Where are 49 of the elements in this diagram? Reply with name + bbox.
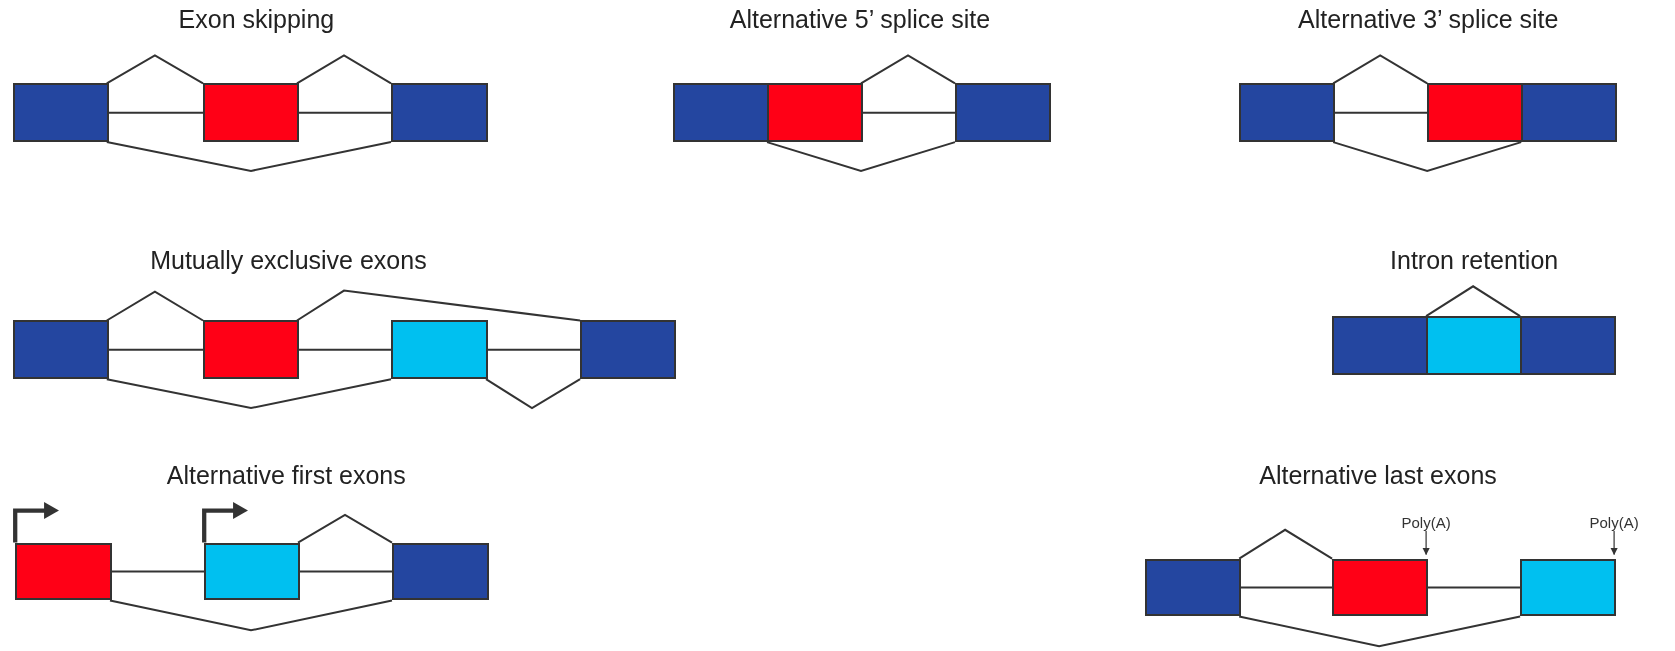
exon-box [390, 320, 489, 380]
exon-box [1520, 316, 1617, 375]
splice-line [105, 378, 392, 410]
exon-box [390, 83, 489, 143]
splice-line [105, 141, 392, 172]
exon-box [1145, 558, 1242, 617]
splice-line [1425, 285, 1522, 318]
exon-box [392, 542, 490, 601]
exon-box [673, 83, 769, 143]
splice-line [297, 513, 393, 544]
site-label: Poly(A) [1401, 513, 1451, 531]
leader-arrow [1610, 530, 1618, 556]
exon-box [202, 83, 299, 143]
exon-box [12, 83, 109, 143]
panel-title: Alternative 5’ splice site [729, 4, 991, 35]
splice-line [296, 289, 582, 322]
exon-box [580, 320, 677, 380]
exon-box [1332, 558, 1429, 617]
panel-title: Intron retention [1390, 244, 1559, 275]
splice-line [109, 599, 393, 632]
splice-line [766, 141, 956, 172]
exon-box [202, 320, 299, 380]
exon-box [12, 320, 109, 380]
exon-box [955, 83, 1051, 143]
splice-line [1238, 528, 1334, 560]
splice-line [485, 378, 582, 410]
splice-line [860, 54, 956, 85]
exon-box [1426, 316, 1523, 375]
exon-box [767, 83, 863, 143]
splice-line [1332, 141, 1523, 172]
exon-box [1332, 316, 1429, 375]
exon-box [1239, 83, 1336, 143]
splice-line [105, 290, 204, 322]
site-label: Poly(A) [1589, 513, 1639, 531]
splice-line [296, 54, 392, 85]
exon-box [1427, 83, 1524, 143]
panel-title: Mutually exclusive exons [150, 244, 427, 275]
exon-box [1521, 83, 1618, 143]
splice-line [105, 54, 204, 85]
panel-title: Alternative last exons [1259, 460, 1497, 491]
panel-title: Alternative 3’ splice site [1298, 4, 1559, 35]
splice-line [1238, 615, 1522, 648]
exon-box [14, 542, 112, 601]
exon-box [204, 542, 301, 601]
panel-title: Alternative first exons [166, 460, 406, 491]
exon-box [1520, 558, 1617, 617]
panel-title: Exon skipping [178, 4, 335, 35]
splice-line [1332, 54, 1429, 85]
leader-arrow [1422, 530, 1430, 556]
